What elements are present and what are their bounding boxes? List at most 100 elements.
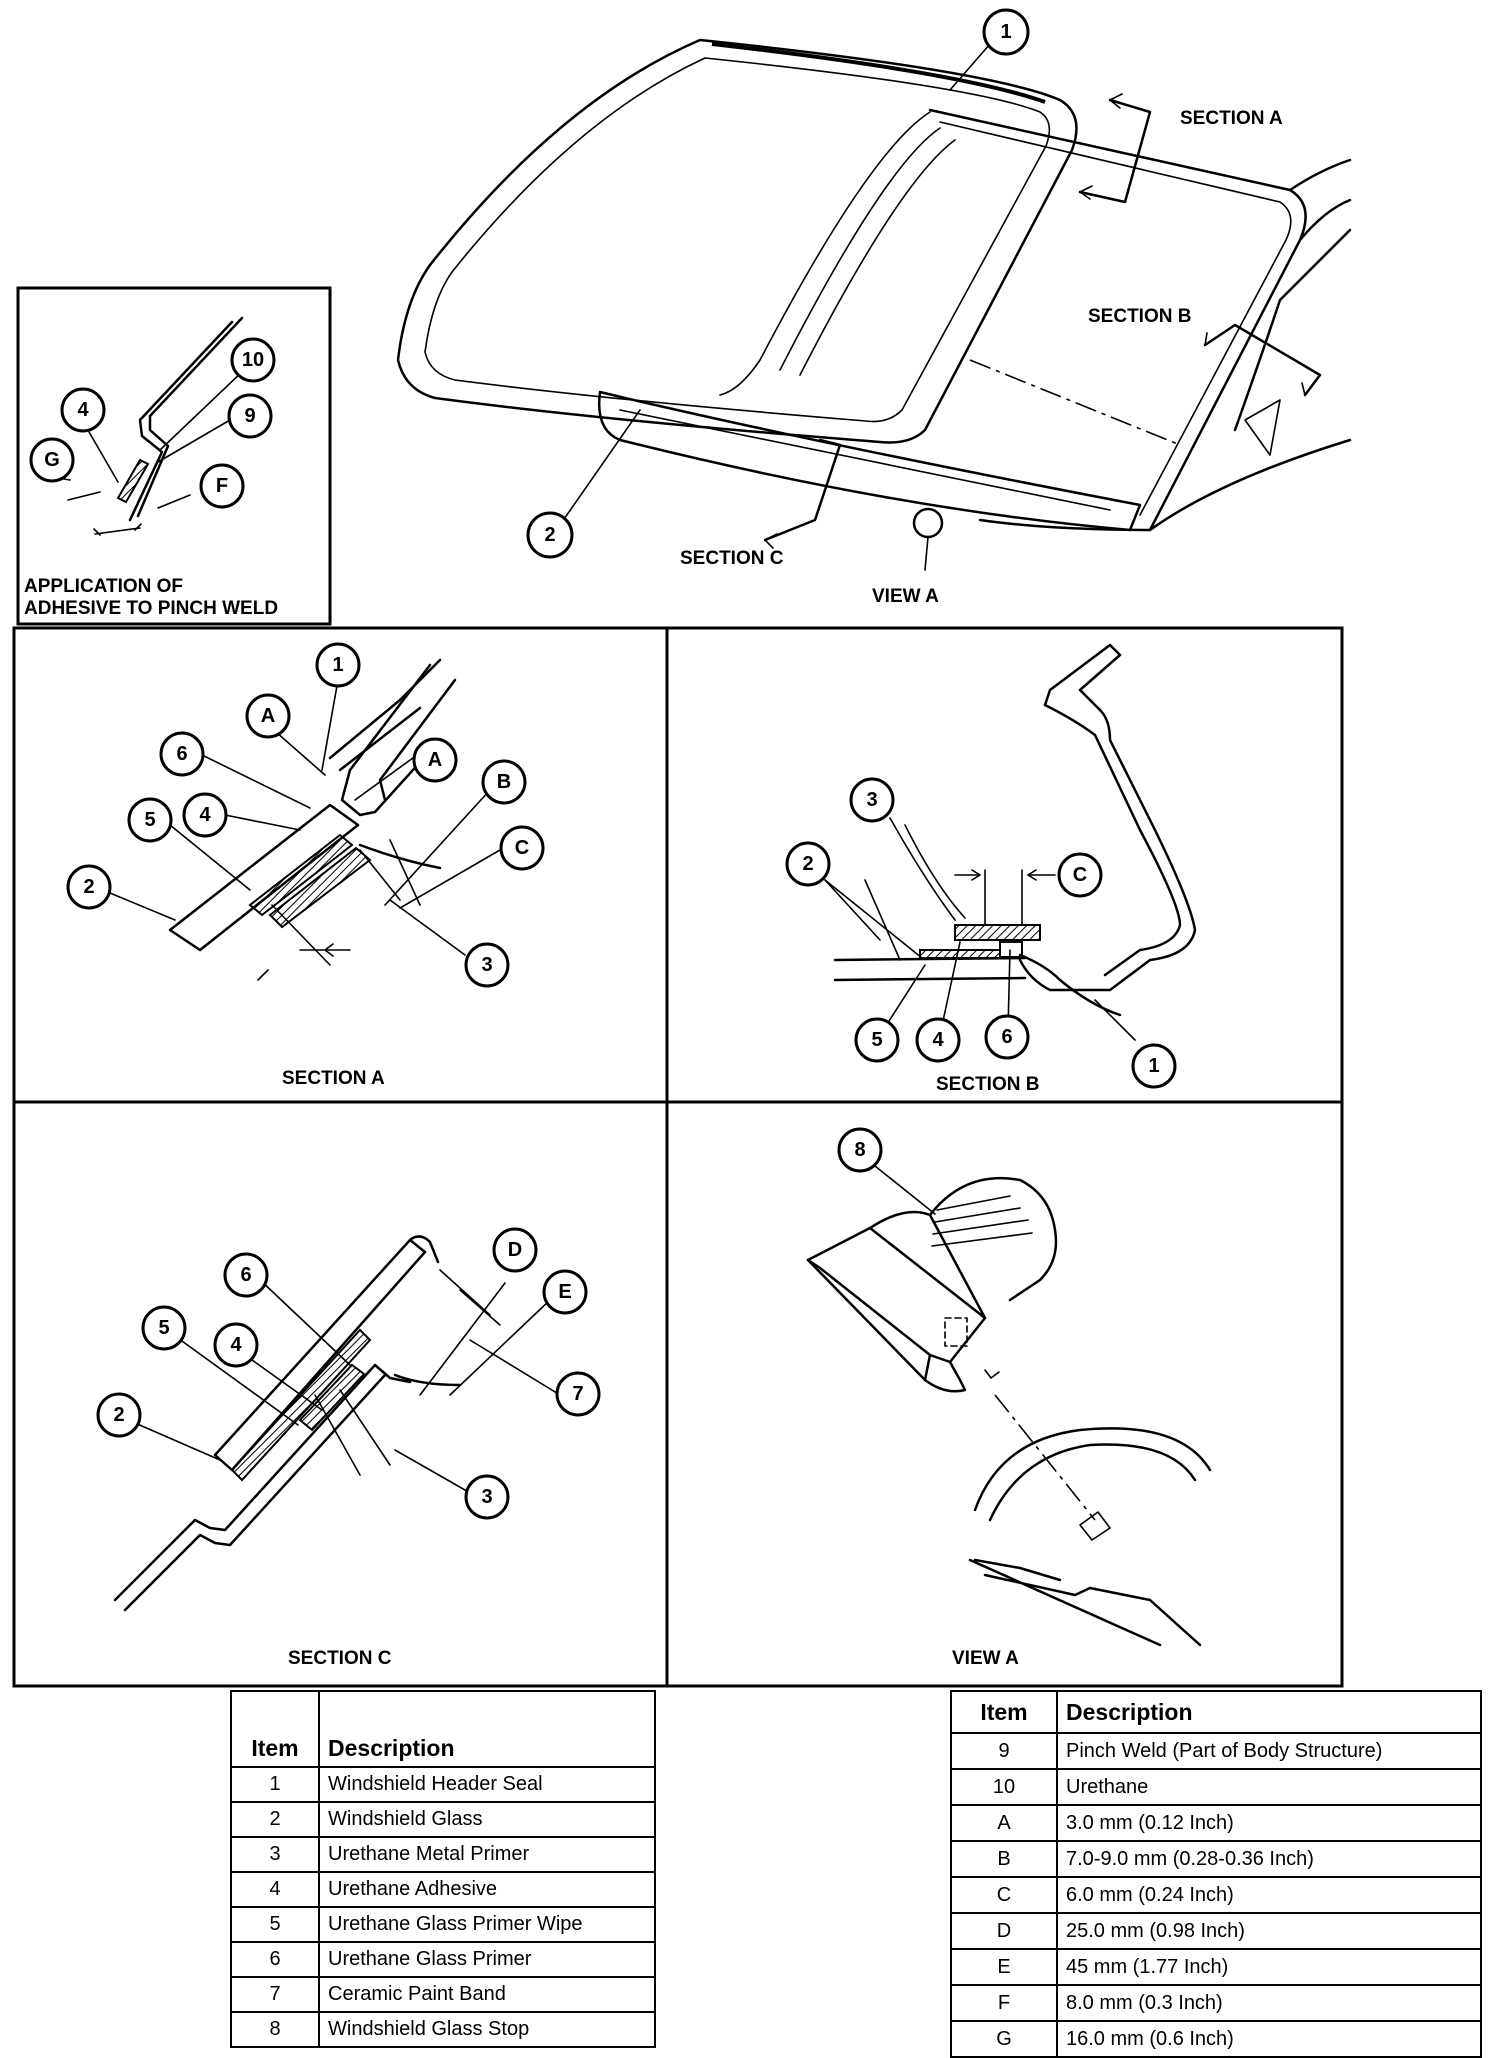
svg-text:4: 4 (77, 399, 89, 421)
svg-text:9: 9 (244, 405, 255, 427)
panel-caption-view-a: VIEW A (952, 1648, 1019, 1669)
windshield-glass-inner-edge (424, 57, 1051, 423)
section-c-callout-4: 4 (213, 1322, 259, 1368)
item-cell: 9 (950, 1732, 1058, 1770)
description-cell: 6.0 mm (0.24 Inch) (1056, 1876, 1482, 1914)
section-b-callout-1: 1 (1131, 1043, 1177, 1089)
svg-text:6: 6 (176, 743, 187, 765)
svg-text:5: 5 (144, 809, 155, 831)
item-cell: 3 (230, 1836, 320, 1873)
section-c-callout-7: 7 (555, 1371, 601, 1417)
item-cell: 1 (230, 1766, 320, 1803)
description-cell: Urethane Adhesive (318, 1871, 656, 1908)
section-panel-grid (12, 626, 1344, 1688)
svg-text:5: 5 (871, 1029, 882, 1051)
section-b-callout-5: 5 (854, 1017, 900, 1063)
panel-caption-section-c: SECTION C (288, 1648, 392, 1669)
svg-text:2: 2 (544, 524, 555, 546)
description-cell: 45 mm (1.77 Inch) (1056, 1948, 1482, 1986)
pinch-weld-flange (128, 316, 244, 522)
section-b-callout-2: 2 (785, 841, 831, 887)
inset-callout-f: F (199, 463, 245, 509)
section-a-detail (109, 658, 501, 981)
item-column-header: Item (230, 1690, 320, 1768)
svg-text:1: 1 (1148, 1055, 1159, 1077)
section-b-glass (833, 956, 1027, 982)
top-label-view-a: VIEW A (872, 586, 939, 607)
section-b-arrow (1203, 323, 1322, 397)
svg-text:C: C (515, 837, 529, 859)
section-c-callout-3: 3 (464, 1474, 510, 1520)
description-column-header: Description (1056, 1690, 1482, 1734)
svg-text:B: B (497, 771, 511, 793)
section-a-callout-c: C (499, 825, 545, 871)
view-a-windshield-curve (973, 1427, 1212, 1522)
top-callout-1: 1 (982, 8, 1030, 56)
section-a-callout-5: 5 (127, 797, 173, 843)
inset-caption-line-1: APPLICATION OF (24, 576, 183, 597)
description-cell: 8.0 mm (0.3 Inch) (1056, 1984, 1482, 2022)
table-header-row: Item Description (230, 1690, 656, 1768)
svg-text:A: A (261, 705, 275, 727)
description-cell: Windshield Glass (318, 1801, 656, 1838)
item-column-header: Item (950, 1690, 1058, 1734)
svg-text:C: C (1073, 864, 1087, 886)
description-cell: Windshield Glass Stop (318, 2011, 656, 2048)
svg-text:F: F (216, 475, 228, 497)
svg-text:2: 2 (802, 853, 813, 875)
top-label-section-b: SECTION B (1088, 306, 1191, 327)
panel-caption-section-b: SECTION B (936, 1074, 1039, 1095)
description-cell: 7.0-9.0 mm (0.28-0.36 Inch) (1056, 1840, 1482, 1878)
item-cell: 6 (230, 1941, 320, 1978)
section-a-callout-a-right: A (412, 737, 458, 783)
body-opening (928, 108, 1307, 532)
urethane-bead (116, 458, 150, 504)
inset-callout-g: G (29, 437, 75, 483)
svg-text:6: 6 (1001, 1026, 1012, 1048)
section-a-callout-1: 1 (315, 642, 361, 688)
svg-text:E: E (558, 1281, 571, 1303)
section-c-callout-2: 2 (96, 1392, 142, 1438)
svg-text:1: 1 (332, 654, 343, 676)
section-a-callout-6: 6 (159, 731, 205, 777)
svg-text:3: 3 (866, 789, 877, 811)
item-cell: 5 (230, 1906, 320, 1943)
svg-text:1: 1 (1000, 21, 1011, 43)
section-a-callout-b: B (481, 759, 527, 805)
svg-text:G: G (44, 449, 60, 471)
svg-text:7: 7 (572, 1383, 583, 1405)
description-column-header: Description (318, 1690, 656, 1768)
section-c-detail (113, 1235, 561, 1612)
item-cell: 10 (950, 1768, 1058, 1806)
section-b-callout-3: 3 (849, 777, 895, 823)
a-pillar (1148, 158, 1352, 532)
windshield-glass-outline (396, 38, 1078, 444)
svg-text:4: 4 (932, 1029, 944, 1051)
item-cell: 7 (230, 1976, 320, 2013)
cowl (597, 390, 1142, 532)
section-a-callout-3: 3 (464, 942, 510, 988)
view-a-callout-8: 8 (837, 1127, 883, 1173)
section-a-callout-2: 2 (66, 864, 112, 910)
item-cell: 4 (230, 1871, 320, 1908)
section-c-callout-5: 5 (141, 1305, 187, 1351)
section-c-glass (213, 1238, 427, 1472)
section-b-body-panel (1018, 643, 1197, 992)
section-b-callout-6: 6 (984, 1014, 1030, 1060)
section-b-callout-4: 4 (915, 1017, 961, 1063)
section-c-callout-d: D (492, 1227, 538, 1273)
section-a-arrow (1078, 98, 1152, 204)
